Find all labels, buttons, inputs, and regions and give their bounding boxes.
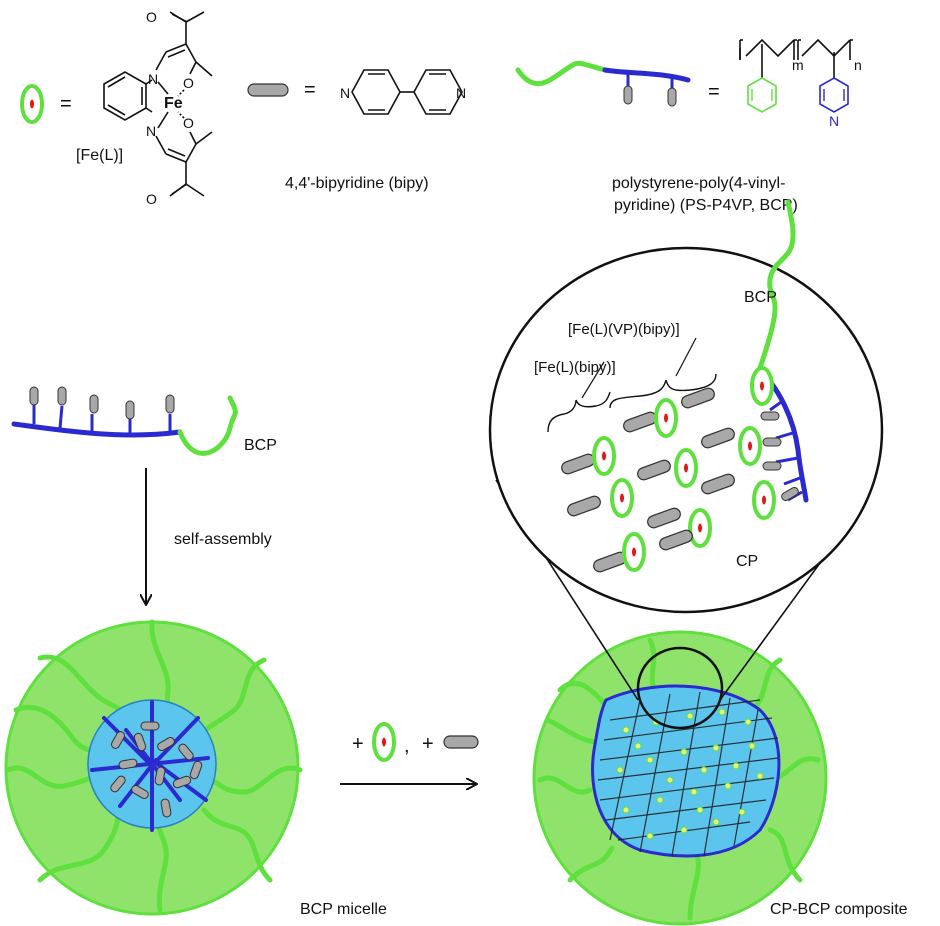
fe-bipy-label: [Fe(L)(bipy)]: [534, 359, 616, 376]
bipy-label: 4,4'-bipyridine (bipy): [285, 175, 429, 192]
fe-complex-legend: = N N Fe O: [20, 9, 213, 207]
fe-complex-label: [Fe(L)]: [76, 147, 123, 164]
fe-l-structure: N N Fe O O O: [103, 9, 213, 207]
subscript-n: n: [854, 57, 862, 73]
bcp-micelle: [4, 619, 303, 916]
atom-fe: Fe: [164, 95, 183, 112]
atom-o-bottom: O: [183, 115, 194, 131]
cp-label: CP: [736, 553, 758, 570]
bipyridine-structure: N N: [340, 69, 466, 115]
brace-fe-bipy: [547, 391, 611, 433]
fe-complex-symbol: [20, 84, 44, 124]
cp-bcp-composite: [532, 630, 828, 926]
composite-label: CP-BCP composite: [770, 901, 908, 918]
bcp-label-line1: polystyrene-poly(4-vinyl-: [612, 175, 785, 192]
plus-sign-1: +: [352, 733, 364, 755]
atom-o-top: O: [183, 75, 194, 91]
subscript-m: m: [792, 57, 804, 73]
micelle-label: BCP micelle: [300, 901, 387, 918]
zoom-bcp-label: BCP: [744, 289, 777, 306]
plus-sign-2: +: [422, 733, 434, 755]
bcp-chain-label: BCP: [244, 437, 277, 454]
reagents: + , +: [352, 722, 479, 762]
brace-fe-vp-bipy: [609, 373, 717, 409]
bcp-label-line2: pyridine) (PS-P4VP, BCP): [614, 197, 798, 214]
equals-sign: =: [708, 81, 720, 103]
equals-sign: =: [304, 79, 316, 101]
reagent-fe-complex: [372, 722, 396, 762]
atom-n-right: N: [456, 85, 466, 101]
bcp-legend: = m n N polystyrene-poly(4-vinyl-: [515, 38, 862, 214]
bipy-legend: = N N 4,4'-bipyridine (bipy): [247, 69, 466, 192]
atom-o-acetyl-top: O: [146, 9, 157, 25]
self-assembly-label: self-assembly: [174, 531, 272, 548]
fe-vp-bipy-label: [Fe(L)(VP)(bipy)]: [568, 321, 680, 338]
composite-core: [591, 684, 781, 858]
atom-o-acetyl-bottom: O: [146, 191, 157, 207]
bcp-ps-block: [515, 60, 608, 87]
equals-sign: =: [60, 93, 72, 115]
zoom-view: [Fe(L)(VP)(bipy)] [Fe(L)(bipy)] BCP CP: [488, 199, 884, 614]
bipy-symbol: [247, 83, 289, 97]
ps-p4vp-structure: m n N: [739, 38, 862, 129]
bcp-p4vp-block: [602, 67, 691, 83]
atom-n-left: N: [340, 85, 350, 101]
reagent-bipy: [443, 735, 479, 749]
atom-n-top: N: [148, 71, 158, 87]
atom-n-pyridine: N: [829, 113, 839, 129]
comma: ,: [404, 735, 410, 757]
bcp-chain: [11, 386, 238, 456]
atom-n-bottom: N: [146, 123, 156, 139]
